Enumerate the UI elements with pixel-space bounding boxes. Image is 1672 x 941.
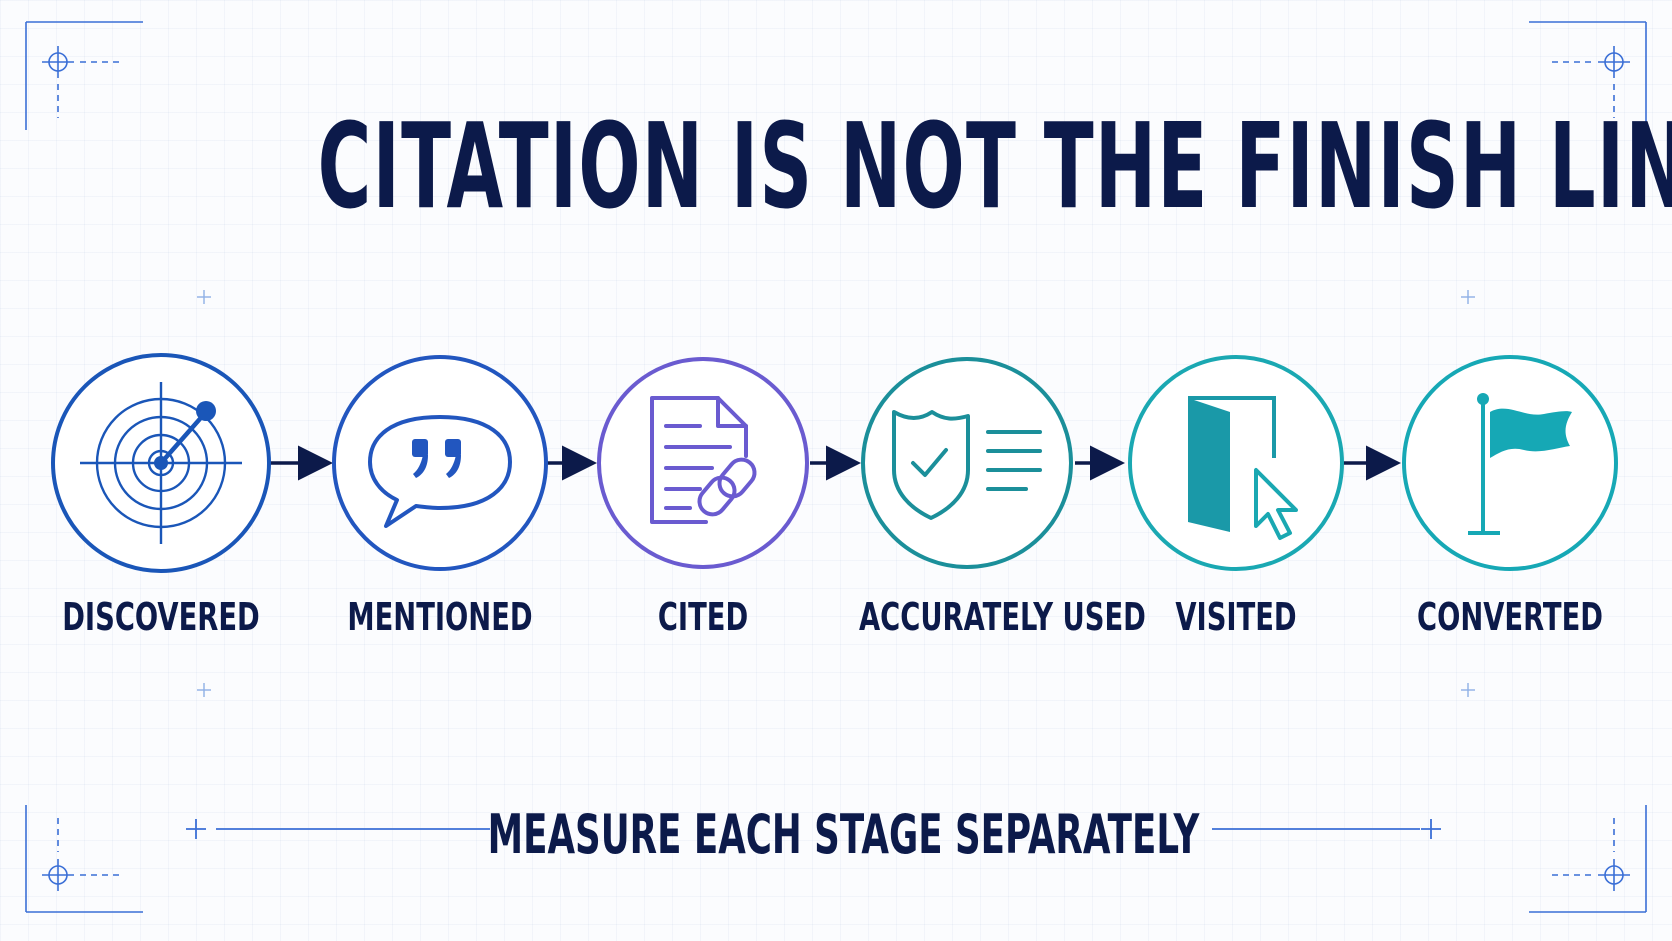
stage-discovered <box>51 353 271 573</box>
stage-circle <box>1128 355 1344 571</box>
document-link-icon <box>650 396 757 524</box>
shield-check-icon <box>892 410 1042 520</box>
stage-label-cited: CITED <box>657 595 749 639</box>
stage-circle <box>1402 355 1618 571</box>
quote-bubble-icon <box>368 415 512 528</box>
stage-cited <box>597 357 809 569</box>
stage-mentioned <box>332 355 548 571</box>
radar-icon <box>80 382 242 544</box>
footer-caption: MEASURE EACH STAGE SEPARATELY <box>487 803 1200 866</box>
stage-label-converted: CONVERTED <box>1416 595 1604 639</box>
stage-circle <box>597 357 809 569</box>
door-cursor-icon <box>1188 396 1298 540</box>
flag-icon <box>1468 393 1572 535</box>
stage-circle <box>332 355 548 571</box>
stage-visited <box>1128 355 1344 571</box>
stage-label-visited: VISITED <box>1175 595 1297 639</box>
stage-converted <box>1402 355 1618 571</box>
stage-accurately-used <box>861 357 1073 569</box>
stage-label-discovered: DISCOVERED <box>62 595 260 639</box>
stage-label-accurately-used: ACCURATELY USED <box>859 595 1146 639</box>
stage-label-mentioned: MENTIONED <box>347 595 533 639</box>
